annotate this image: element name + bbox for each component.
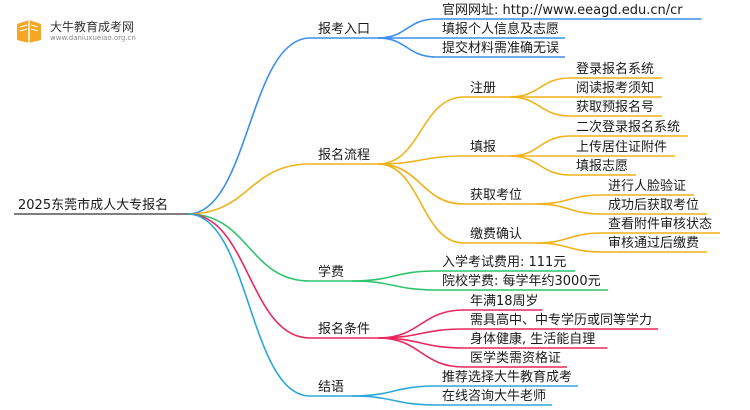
sub-3-leaf-1-connector xyxy=(535,242,603,253)
leaf-pay-after-pass: 审核通过后缴费 xyxy=(608,236,700,251)
branch-label-fee: 学费 xyxy=(318,265,345,280)
sub-fill: 填报 xyxy=(470,140,497,155)
branch-label-process: 报名流程 xyxy=(318,148,371,163)
leaf-get-prereg-no: 获取预报名号 xyxy=(576,100,655,115)
brand-logo: 大牛教育成考网 www.daniuxueiao.org.cn xyxy=(14,16,154,48)
leaf-seat-success: 成功后获取考位 xyxy=(608,198,700,213)
branch-4-connector xyxy=(187,213,311,397)
leaf-upload-permit: 上传居住证附件 xyxy=(576,140,668,155)
leaf-recommend: 推荐选择大牛教育成考 xyxy=(442,370,573,385)
root-topic: 2025东莞市成人大专报名 xyxy=(18,198,169,213)
leaf-medical-cert: 医学类需资格证 xyxy=(470,351,562,366)
leaf-fill-info: 填报个人信息及志愿 xyxy=(442,22,560,37)
sub-1-connector xyxy=(377,155,465,165)
leaf-consult: 在线咨询大牛老师 xyxy=(442,389,547,404)
sub-payment: 缴费确认 xyxy=(470,227,523,242)
sub-2-leaf-0-connector xyxy=(535,194,603,205)
branch-0-connector xyxy=(187,37,311,215)
leaf-education: 需具高中、中专学历或同等学力 xyxy=(470,313,653,328)
branch-3-leaf-3-connector xyxy=(377,337,465,368)
sub-0-connector xyxy=(377,96,465,165)
sub-2-leaf-1-connector xyxy=(535,203,603,215)
book-logo-icon xyxy=(17,20,41,43)
sub-2-connector xyxy=(377,163,465,205)
branch-4-leaf-0-connector xyxy=(351,385,437,397)
leaf-tuition: 院校学费: 每学年约3000元 xyxy=(442,274,601,289)
leaf-face-verify: 进行人脸验证 xyxy=(608,179,687,194)
branch-2-connector xyxy=(187,213,311,282)
leaf-login-system: 登录报名系统 xyxy=(576,62,655,77)
sub-1-leaf-2-connector xyxy=(509,155,571,176)
leaf-health: 身体健康, 生活能自理 xyxy=(470,332,596,347)
sub-1-leaf-0-connector xyxy=(509,135,571,157)
branch-label-entry: 报考入口 xyxy=(318,22,371,37)
sub-0-leaf-0-connector xyxy=(509,77,571,98)
leaf-age: 年满18周岁 xyxy=(470,294,539,309)
leaf-second-login: 二次登录报名系统 xyxy=(576,120,681,135)
sub-3-connector xyxy=(377,163,465,244)
leaf-read-notice: 阅读报考须知 xyxy=(576,81,655,96)
leaf-exam-fee: 入学考试费用: 111元 xyxy=(442,255,567,270)
branch-3-connector xyxy=(187,213,311,339)
branch-2-leaf-1-connector xyxy=(351,280,437,291)
branch-0-leaf-0-connector xyxy=(377,18,437,39)
branch-label-conclusion: 结语 xyxy=(318,380,345,395)
branch-2-leaf-0-connector xyxy=(351,270,437,282)
leaf-submit-materials: 提交材料需准确无误 xyxy=(442,41,560,56)
sub-get-seat: 获取考位 xyxy=(470,188,523,203)
leaf-check-status: 查看附件审核状态 xyxy=(608,217,713,232)
branch-0-leaf-2-connector xyxy=(377,37,437,58)
leaf-official-site: 官网网址: http://www.eeagd.edu.cn/cr xyxy=(442,3,683,18)
branch-4-leaf-1-connector xyxy=(351,395,437,406)
branch-1-connector xyxy=(187,163,311,215)
logo-name: 大牛教育成考网 xyxy=(50,20,135,34)
leaf-fill-choice: 填报志愿 xyxy=(576,159,629,174)
sub-3-leaf-0-connector xyxy=(535,232,603,244)
sub-register: 注册 xyxy=(470,81,497,96)
branch-label-conditions: 报名条件 xyxy=(318,322,371,337)
sub-0-leaf-2-connector xyxy=(509,96,571,117)
logo-url: www.daniuxueiao.org.cn xyxy=(50,34,136,42)
